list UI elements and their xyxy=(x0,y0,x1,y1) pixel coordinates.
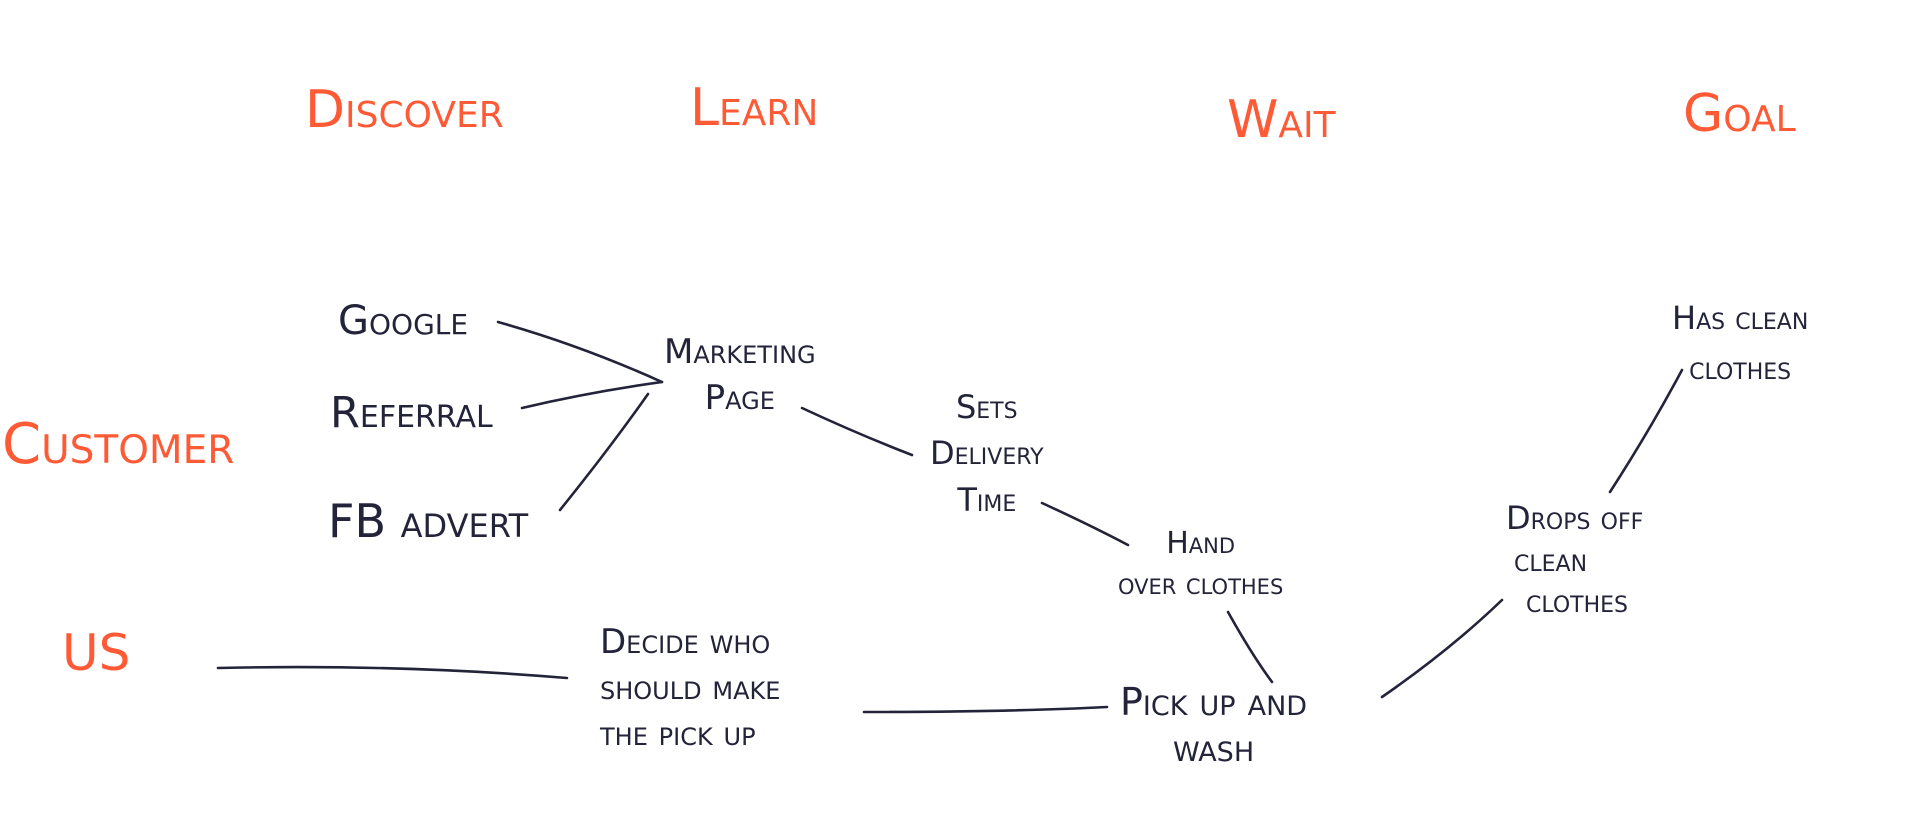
connector-pickup-dropsoff xyxy=(1380,598,1504,699)
node-hand-over-clothes: Hand over clothes xyxy=(1118,524,1283,605)
connector-us-decide xyxy=(216,665,569,680)
node-fb-advert: FB advert xyxy=(328,494,529,548)
node-pick-up-line-2: wash xyxy=(1172,725,1255,770)
connector-google-marketing xyxy=(496,320,664,384)
lane-heading-customer: Customer xyxy=(2,412,235,477)
connector-referral-marketing xyxy=(520,380,664,410)
connector-delivery-handover xyxy=(1040,501,1130,547)
connector-fb-marketing xyxy=(558,392,650,512)
connector-handover-pickup xyxy=(1226,610,1274,684)
node-hand-over-clothes-line-1: Hand xyxy=(1166,526,1236,561)
node-marketing-page: Marketing Page xyxy=(664,330,816,422)
connector-decide-pickup xyxy=(862,705,1109,714)
node-sets-delivery-time-line-1: Sets xyxy=(955,388,1018,426)
stage-heading-discover: Discover xyxy=(305,80,504,140)
node-sets-delivery-time-line-2: Delivery xyxy=(930,434,1044,473)
node-marketing-page-line-2: Page xyxy=(704,377,775,418)
node-drops-off-line-1: Drops off xyxy=(1506,499,1644,537)
node-has-clean-clothes: Has clean clothes xyxy=(1672,294,1808,393)
connector-marketing-delivery xyxy=(800,406,914,457)
node-decide-who-picks-up: Decide who should make the pick up xyxy=(600,620,780,758)
connector-dropsoff-hasclean xyxy=(1608,368,1684,494)
node-decide-line-2: should make xyxy=(600,667,781,708)
node-has-clean-clothes-line-2: clothes xyxy=(1689,348,1792,387)
node-hand-over-clothes-line-2: over clothes xyxy=(1118,566,1284,602)
node-decide-line-3: the pick up xyxy=(600,713,756,754)
node-pick-up-line-1: Pick up and xyxy=(1120,680,1308,724)
stage-heading-goal: Goal xyxy=(1683,84,1796,144)
node-drops-off-line-2: clean xyxy=(1514,540,1588,579)
stage-heading-wait: Wait xyxy=(1227,90,1336,150)
node-sets-delivery-time: Sets Delivery Time xyxy=(930,384,1044,523)
node-google: Google xyxy=(338,298,469,344)
node-sets-delivery-time-line-3: Time xyxy=(957,480,1017,519)
node-marketing-page-line-1: Marketing xyxy=(664,332,816,372)
node-referral: Referral xyxy=(330,388,493,438)
node-pick-up-and-wash: Pick up and wash xyxy=(1120,680,1307,771)
node-drops-off-line-3: clothes xyxy=(1526,582,1628,621)
node-drops-off-clean-clothes: Drops off clean clothes xyxy=(1506,498,1643,623)
stage-heading-learn: Learn xyxy=(690,78,819,138)
lane-heading-us: US xyxy=(62,624,131,682)
node-decide-line-1: Decide who xyxy=(600,622,771,662)
node-has-clean-clothes-line-1: Has clean xyxy=(1672,299,1809,337)
